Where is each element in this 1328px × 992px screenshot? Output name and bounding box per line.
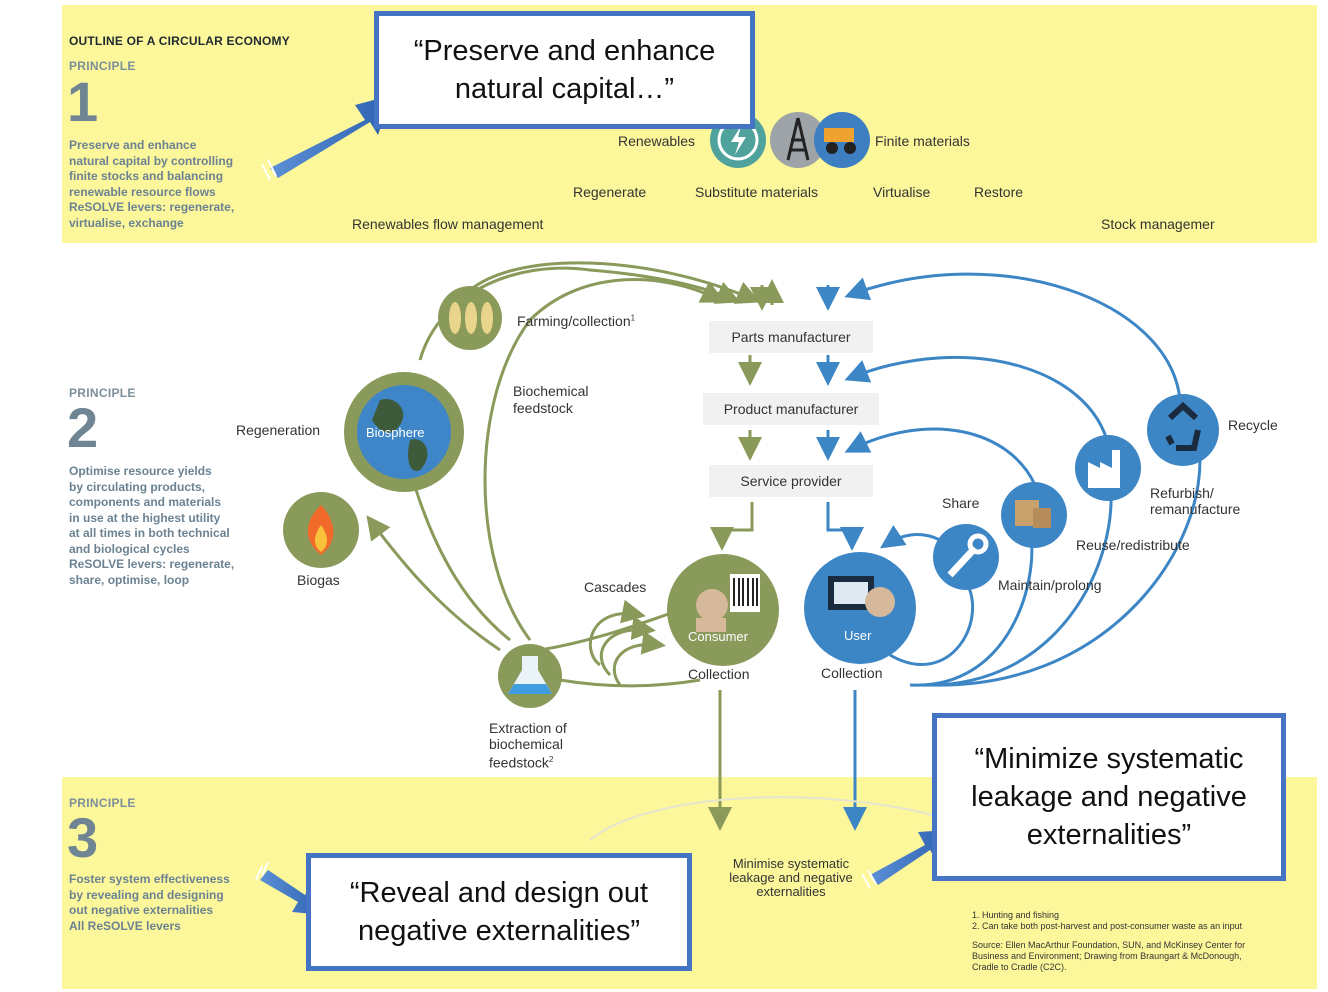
extraction-flask-icon xyxy=(498,644,562,708)
reuse-boxes-icon xyxy=(1001,482,1067,548)
consumer-icon xyxy=(667,554,779,666)
cascades-label: Cascades xyxy=(584,579,647,595)
biogas-label: Biogas xyxy=(297,572,340,588)
biogas-icon xyxy=(283,492,359,568)
maintain-prolong-label: Maintain/prolong xyxy=(998,577,1102,593)
recycle-label: Recycle xyxy=(1228,417,1278,433)
virtualise-label: Virtualise xyxy=(873,184,931,200)
principle-2-label: PRINCIPLE xyxy=(69,386,136,400)
callout-arrow-1 xyxy=(261,95,392,181)
outline-title: OUTLINE OF A CIRCULAR ECONOMY xyxy=(69,34,290,48)
biological-cycle-arrows xyxy=(366,261,784,831)
collection-left-label: Collection xyxy=(688,666,750,682)
collection-right-label: Collection xyxy=(821,665,883,681)
source-note: Source: Ellen MacArthur Foundation, SUN,… xyxy=(972,940,1246,972)
user-icon xyxy=(804,552,916,664)
parts-manufacturer-box: Parts manufacturer xyxy=(709,321,873,353)
principle-2-number: 2 xyxy=(67,396,99,459)
service-provider-box: Service provider xyxy=(709,465,873,497)
principle-1-number: 1 xyxy=(67,70,99,133)
renewables-label: Renewables xyxy=(618,133,696,149)
factory-icon xyxy=(1075,435,1141,501)
regeneration-label: Regeneration xyxy=(236,422,321,438)
recycle-icon xyxy=(1147,394,1219,466)
substitute-materials-label: Substitute materials xyxy=(695,184,818,200)
maintain-wrench-icon xyxy=(933,524,999,590)
renewables-flow-management-label: Renewables flow management xyxy=(352,216,544,232)
farming-icon xyxy=(438,286,502,350)
technical-cycle-arrows xyxy=(816,272,1202,831)
share-label: Share xyxy=(942,495,980,511)
biosphere-label: Biosphere xyxy=(366,425,425,440)
refurbish-label: Refurbish/remanufacture xyxy=(1150,485,1241,517)
consumer-label: Consumer xyxy=(688,629,748,644)
oil-rig-icon xyxy=(770,112,826,168)
mining-truck-icon xyxy=(814,112,870,168)
principle-3-label: PRINCIPLE xyxy=(69,796,136,810)
callout-arrow-2 xyxy=(861,830,948,889)
regenerate-label: Regenerate xyxy=(573,184,647,200)
stock-management-label: Stock managemer xyxy=(1101,216,1215,232)
principle-1-label: PRINCIPLE xyxy=(69,59,136,73)
user-label: User xyxy=(844,628,872,643)
finite-materials-label: Finite materials xyxy=(875,133,970,149)
farming-collection-label: Farming/collection1 xyxy=(517,313,636,329)
product-manufacturer-box: Product manufacturer xyxy=(703,393,879,425)
biosphere-icon xyxy=(344,372,464,492)
restore-label: Restore xyxy=(974,184,1024,200)
reuse-redistribute-label: Reuse/redistribute xyxy=(1076,537,1190,553)
principle-3-number: 3 xyxy=(67,806,99,869)
